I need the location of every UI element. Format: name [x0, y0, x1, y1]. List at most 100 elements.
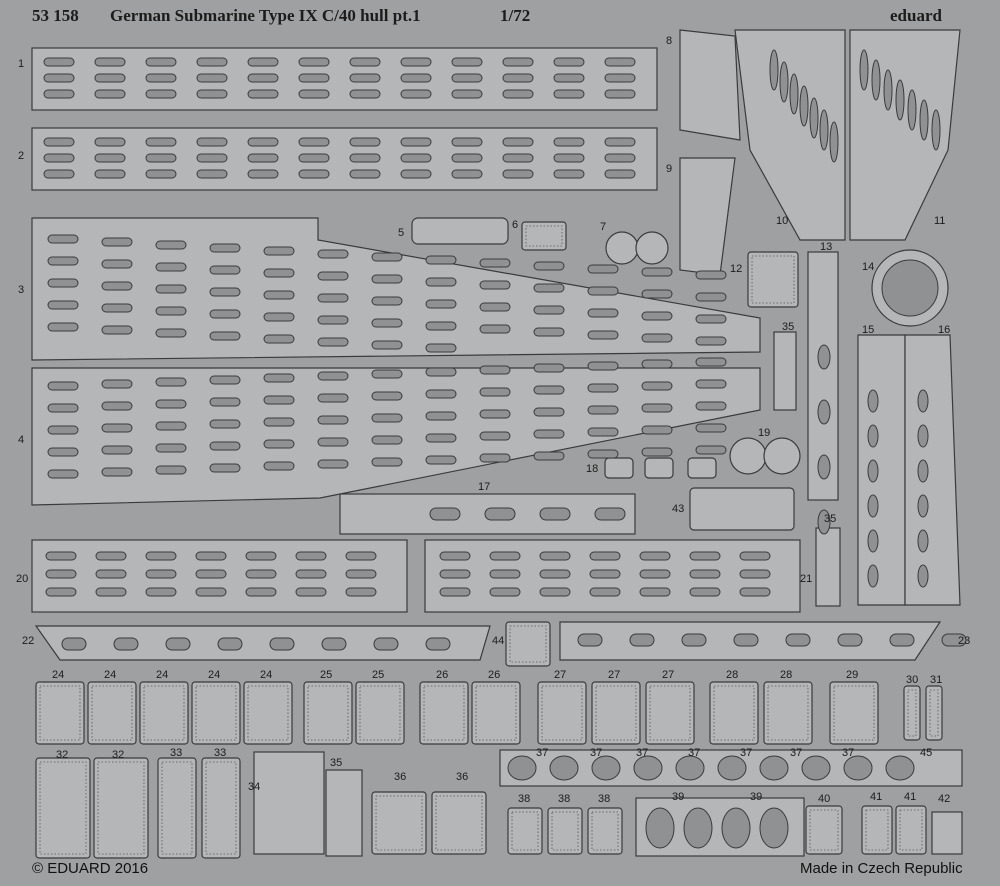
vent-slot: [43, 89, 75, 99]
vent-slot: [209, 243, 241, 253]
vent-slot: [371, 340, 403, 350]
part-number-label: 13: [820, 241, 832, 253]
mesh-grille-part: [35, 681, 85, 745]
vent-slot: [867, 424, 879, 448]
part-number-label: 2: [18, 150, 24, 162]
part-number-label: 37: [590, 747, 602, 759]
vent-slot: [145, 587, 177, 597]
mesh-grille-part: [521, 221, 567, 251]
vent-slot: [941, 633, 967, 647]
vent-slot: [47, 469, 79, 479]
vent-slot: [817, 454, 831, 480]
vent-slot: [479, 453, 511, 463]
mesh-grille-part: [191, 681, 241, 745]
vent-slot: [155, 306, 187, 316]
vent-slot: [317, 415, 349, 425]
vent-slot: [451, 153, 483, 163]
vent-slot: [247, 137, 279, 147]
vent-slot: [47, 256, 79, 266]
vent-slot: [533, 261, 565, 271]
origin-text: Made in Czech Republic: [800, 860, 963, 877]
vent-slot: [101, 259, 133, 269]
vent-slot: [479, 387, 511, 397]
mesh-grille-part: [747, 251, 799, 308]
vent-slot: [101, 325, 133, 335]
vent-slot: [577, 633, 603, 647]
mesh-grille: [247, 685, 289, 741]
vent-slot: [479, 280, 511, 290]
vent-slot: [587, 427, 619, 437]
vent-slot: [349, 73, 381, 83]
vent-slot: [155, 465, 187, 475]
vent-slot: [145, 57, 177, 67]
hatch-opening: [683, 807, 713, 849]
vent-slot: [553, 137, 585, 147]
vent-slot: [155, 328, 187, 338]
mesh-grille-part: [587, 807, 623, 855]
vent-slot: [196, 57, 228, 67]
vent-slot: [263, 290, 295, 300]
vent-slot: [209, 463, 241, 473]
ring-part: [729, 437, 767, 475]
vent-slot: [695, 379, 727, 389]
vent-slot: [195, 551, 227, 561]
pin-part: [931, 811, 963, 855]
vent-slot: [817, 344, 831, 370]
vent-slot: [317, 249, 349, 259]
deck-panel-part: [857, 334, 906, 606]
part-number-label: 35: [824, 513, 836, 525]
part-number-label: 32: [112, 749, 124, 761]
part-number-label: 42: [938, 793, 950, 805]
disc-opening: [759, 755, 789, 781]
vent-slot: [263, 417, 295, 427]
vent-slot: [196, 169, 228, 179]
mesh-grille: [423, 685, 465, 741]
vent-slot: [489, 551, 521, 561]
part-number-label: 28: [726, 669, 738, 681]
vent-slot: [371, 274, 403, 284]
scale-label: 1/72: [500, 6, 531, 25]
deck-panel-part: [904, 334, 961, 606]
part-number-label: 26: [488, 669, 500, 681]
vent-slot: [553, 57, 585, 67]
vent-slot: [371, 457, 403, 467]
vent-slot: [641, 267, 673, 277]
vent-slot: [739, 569, 771, 579]
vent-slot: [907, 89, 917, 131]
vent-slot: [689, 569, 721, 579]
mesh-grille-part: [829, 681, 879, 745]
vent-slot: [479, 324, 511, 334]
vent-slot: [196, 137, 228, 147]
mesh-grille-part: [201, 757, 241, 859]
vent-slot: [451, 73, 483, 83]
part-number-label: 43: [672, 503, 684, 515]
vent-slot: [295, 569, 327, 579]
part-number-label: 24: [260, 669, 272, 681]
vent-slot: [317, 337, 349, 347]
vent-slot: [425, 255, 457, 265]
disc-opening: [675, 755, 705, 781]
part-number-label: 24: [156, 669, 168, 681]
part-number-label: 37: [636, 747, 648, 759]
vent-slot: [589, 569, 621, 579]
disc-opening: [633, 755, 663, 781]
hull-strip-part: [31, 127, 658, 191]
flap-part: [679, 29, 741, 141]
vent-slot: [484, 507, 516, 521]
vent-slot: [451, 169, 483, 179]
part-number-label: 12: [730, 263, 742, 275]
part-number-label: 40: [818, 793, 830, 805]
part-number-label: 10: [776, 215, 788, 227]
vent-slot: [539, 569, 571, 579]
vent-slot: [345, 551, 377, 561]
vent-slot: [317, 393, 349, 403]
part-number-label: 11: [934, 215, 945, 227]
part-number-label: 14: [862, 261, 874, 273]
vent-slot: [195, 587, 227, 597]
small-part: [689, 487, 795, 531]
vent-slot: [317, 315, 349, 325]
vent-slot: [263, 312, 295, 322]
part-number-label: 45: [920, 747, 932, 759]
ring-part: [635, 231, 669, 265]
post-part: [253, 751, 325, 855]
